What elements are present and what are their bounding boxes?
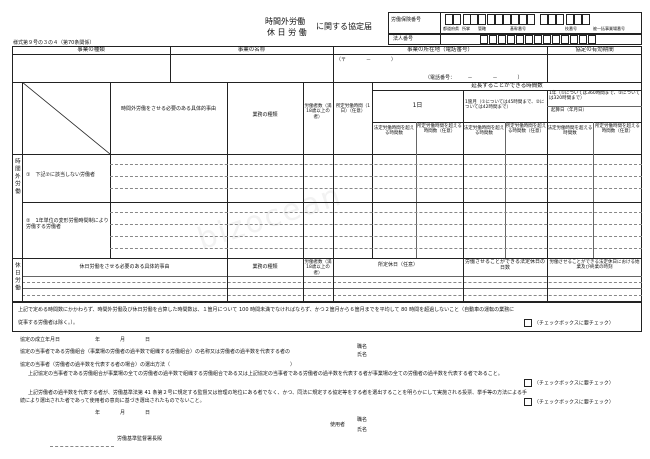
ins-sub-kikan: 基幹番号 bbox=[510, 26, 526, 31]
manager-line-2: 続により選出された者であって使用者の意向に基づき選出されたものでないこと。 bbox=[20, 398, 205, 404]
insurance-digit-cell[interactable] bbox=[495, 14, 503, 25]
col-extend-header: 延長することができる時間数 bbox=[471, 83, 543, 89]
insurance-digit-cell[interactable] bbox=[511, 14, 519, 25]
section-overtime-label: 時間外労働 bbox=[13, 158, 20, 196]
corp-digit-cell[interactable] bbox=[570, 35, 578, 44]
limit-checkbox[interactable]: （チェックボックスに要チェック） bbox=[524, 319, 614, 327]
limit-text-2: 従事する労働者は除く。）。 bbox=[18, 320, 79, 326]
month-exceed-prescribed: 所定労働時間を超える時間数（任意） bbox=[505, 124, 547, 135]
year-exceed-legal: 法定労働時間を超える時間数 bbox=[547, 126, 593, 137]
checkbox-icon[interactable] bbox=[524, 319, 532, 327]
employer-label: 使用者 bbox=[330, 422, 346, 428]
col-business-type: 事業の種類 bbox=[77, 47, 105, 53]
col-holiday-reason: 休日労働をさせる必要のある具体的事由 bbox=[79, 264, 170, 270]
postal-code[interactable]: （〒 － ） bbox=[336, 57, 397, 63]
insurance-digit-cell[interactable] bbox=[445, 14, 453, 25]
year-exceed-prescribed: 所定労働時間を超える時間数（任意） bbox=[595, 124, 640, 135]
col-valid-period: 協定の有効期間 bbox=[575, 47, 614, 53]
phone-number[interactable]: （電話番号： － － ） bbox=[425, 75, 523, 81]
insurance-digit-cell[interactable] bbox=[574, 14, 582, 25]
corp-digit-cell[interactable] bbox=[489, 35, 497, 44]
insurance-digit-cell[interactable] bbox=[527, 14, 535, 25]
checkbox-icon[interactable] bbox=[524, 398, 532, 406]
insurance-digit-cell[interactable] bbox=[453, 14, 461, 25]
start-date-label: 起算日（年月日） bbox=[551, 108, 587, 113]
col-holiday-time: 労働させることができる法定休日における始業及び終業の時刻 bbox=[549, 260, 640, 271]
manager-checkbox[interactable]: （チェックボックスに要チェック） bbox=[524, 398, 614, 406]
elect-method[interactable]: 協定の当事者（労働者の過半数を代表する者の場合）の選出方法（ ） bbox=[20, 362, 296, 368]
col-overtime-work: 業務の種類 bbox=[252, 112, 278, 118]
limit-text-1: 上記で定める時間数にかかわらず、時間外労働及び休日労働を合算した時間数は、１箇月… bbox=[18, 307, 515, 313]
union-title-label: 職名 bbox=[357, 344, 368, 350]
corp-digit-cell[interactable] bbox=[534, 35, 542, 44]
col-overtime-reason: 時間外労働をさせる必要のある具体的事由 bbox=[120, 106, 216, 112]
insurance-digit-cell[interactable] bbox=[503, 14, 511, 25]
corp-digit-cell[interactable] bbox=[588, 35, 596, 44]
corp-digit-cell[interactable] bbox=[480, 35, 488, 44]
corp-digit-cell[interactable] bbox=[525, 35, 533, 44]
insurance-number-label: 労働保険番号 bbox=[391, 17, 422, 23]
corp-digit-cell[interactable] bbox=[516, 35, 524, 44]
confirm-line: 上記協定の当事者である労働組合が事業場の全ての労働者の過半数で組織する労働組合で… bbox=[28, 371, 503, 377]
corp-number-label: 法人番号 bbox=[393, 36, 414, 42]
col-overtime-workers: 労働者数（満18歳以上の者） bbox=[304, 104, 332, 120]
insurance-digit-cell[interactable] bbox=[487, 14, 495, 25]
insurance-digit-cell[interactable] bbox=[556, 14, 564, 25]
col-one-day: 1日 bbox=[412, 102, 423, 109]
corp-digit-cell[interactable] bbox=[552, 35, 560, 44]
insurance-digit-cell[interactable] bbox=[582, 14, 590, 25]
col-one-year: 1年（①については360時間まで、②については320時間まで） bbox=[549, 91, 640, 102]
col-business-name: 事業の名称 bbox=[237, 47, 266, 53]
corp-digit-cell[interactable] bbox=[507, 35, 515, 44]
month-exceed-legal: 法定労働時間を超える時間数 bbox=[463, 126, 505, 137]
corp-digit-cell[interactable] bbox=[579, 35, 587, 44]
main-table bbox=[12, 46, 642, 302]
agreement-date[interactable]: 協定の成立年月日 年 月 日 bbox=[20, 337, 151, 343]
col-holiday-work: 業務の種類 bbox=[252, 264, 278, 270]
title-holiday: 休 日 労 働 bbox=[267, 28, 307, 37]
employer-title-label: 職名 bbox=[357, 417, 368, 423]
insurance-digit-cell[interactable] bbox=[519, 14, 527, 25]
insurance-digit-cell[interactable] bbox=[548, 14, 556, 25]
corp-number-box bbox=[388, 34, 642, 45]
insurance-number-box bbox=[388, 12, 642, 34]
insurance-digit-cell[interactable] bbox=[478, 14, 486, 25]
corp-digit-cell[interactable] bbox=[498, 35, 506, 44]
confirm-checkbox[interactable]: （チェックボックスに要チェック） bbox=[524, 379, 614, 387]
ins-sub-hiikkatsu: 被一括事業場番号 bbox=[593, 26, 625, 31]
ins-sub-pref: 都道府県 bbox=[443, 26, 459, 31]
submission-date[interactable]: 年 月 日 bbox=[95, 410, 151, 416]
col-one-month: 1箇月（①については45時間まで、②については42時間まで） bbox=[465, 100, 545, 111]
ins-sub-kankatsu: 管轄 bbox=[478, 26, 486, 31]
row-group-2: ② 1年単位の変形労働時間制により労働する労働者 bbox=[26, 218, 109, 231]
header-diagonal bbox=[22, 82, 110, 154]
title-overtime: 時間外労働 bbox=[265, 17, 305, 26]
union-line: 協定の当事者である労働組合（事業場の労働者の過半数で組織する労働組合）の名称又は… bbox=[20, 349, 290, 355]
form-number: 様式第９号の３の４（第70条関係） bbox=[13, 40, 95, 46]
section-holiday-label: 休日労働 bbox=[13, 262, 20, 292]
col-holiday-workers: 労働者数（満18歳以上の者） bbox=[304, 260, 332, 276]
day-exceed-legal: 法定労働時間を超える時間数 bbox=[373, 126, 415, 137]
corp-digit-cell[interactable] bbox=[561, 35, 569, 44]
employer-name-label: 氏名 bbox=[357, 427, 368, 433]
day-exceed-prescribed: 所定労働時間を超える時間数（任意） bbox=[417, 124, 462, 135]
checkbox-icon[interactable] bbox=[524, 379, 532, 387]
insurance-digit-cell[interactable] bbox=[540, 14, 548, 25]
labor-office: 労働基準監督署長殿 bbox=[117, 436, 163, 442]
col-prescribed-holiday: 所定休日（任意） bbox=[377, 262, 418, 268]
ins-sub-shoshou: 所掌 bbox=[462, 26, 470, 31]
col-prescribed-hours: 所定労働時間（1日）（任意） bbox=[335, 104, 371, 115]
corp-digit-cell[interactable] bbox=[543, 35, 551, 44]
limit-note-box bbox=[12, 302, 642, 332]
title-suffix: に関する協定届 bbox=[316, 22, 372, 31]
insurance-digit-cell[interactable] bbox=[470, 14, 478, 25]
col-business-address: 事業の所在地（電話番号） bbox=[406, 47, 473, 53]
manager-line-1: 上記労働者の過半数を代表する者が、労働基準法第 41 条第２号に規定する監督又は… bbox=[28, 390, 527, 396]
union-name-label: 氏名 bbox=[357, 352, 368, 358]
ins-sub-edaban: 枝番号 bbox=[565, 26, 577, 31]
insurance-digit-cell[interactable] bbox=[566, 14, 574, 25]
col-holiday-days: 労働させることができる法定休日の日数 bbox=[465, 259, 545, 272]
row-group-1: ① 下記②に該当しない労働者 bbox=[26, 172, 95, 178]
